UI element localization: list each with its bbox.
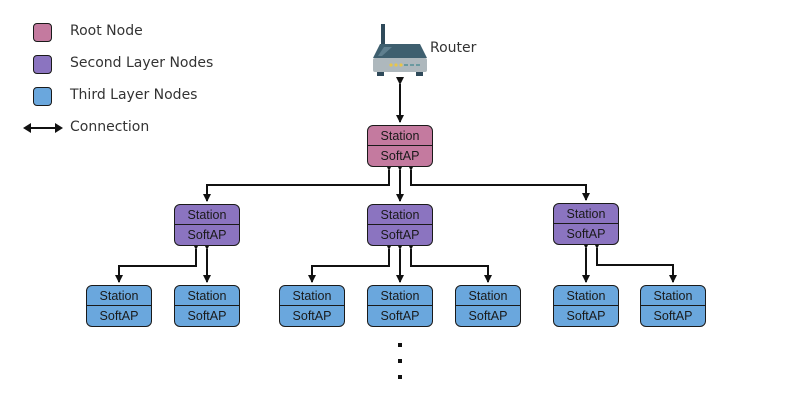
third-layer-node: Station SoftAP <box>279 285 345 327</box>
third-layer-node: Station SoftAP <box>86 285 152 327</box>
legend-label: Root Node <box>70 23 143 39</box>
third-layer-node: Station SoftAP <box>455 285 521 327</box>
node-softap-label: SoftAP <box>380 309 420 323</box>
node-station-label: Station <box>641 286 705 306</box>
router-icon <box>373 24 427 76</box>
connection-root-second-left <box>203 163 393 202</box>
legend-label: Third Layer Nodes <box>70 87 198 103</box>
third-layer-node: Station SoftAP <box>367 285 433 327</box>
connection-second-center-child-3 <box>407 242 492 283</box>
node-station-label: Station <box>175 205 239 225</box>
node-softap-label: SoftAP <box>187 228 227 242</box>
node-station-label: Station <box>87 286 151 306</box>
third-layer-node: Station SoftAP <box>640 285 706 327</box>
legend-second-layer: Second Layer Nodes <box>33 54 213 74</box>
ellipsis-dot <box>398 359 402 363</box>
router-label: Router <box>430 40 477 56</box>
double-arrow-icon <box>23 123 63 133</box>
connection-second-left-child-1 <box>115 242 200 283</box>
legend-label: Second Layer Nodes <box>70 55 214 71</box>
node-station-label: Station <box>554 286 618 306</box>
legend-label: Connection <box>70 119 150 135</box>
node-softap-label: SoftAP <box>380 228 420 242</box>
node-station-label: Station <box>554 204 618 224</box>
root-node-swatch <box>33 22 52 42</box>
legend-connection: Connection <box>22 118 149 138</box>
second-layer-node: Station SoftAP <box>174 204 240 246</box>
second-layer-swatch <box>33 54 52 74</box>
connection-second-center-child-1 <box>308 242 393 283</box>
connection-second-right-child-2 <box>593 241 677 283</box>
third-layer-node: Station SoftAP <box>174 285 240 327</box>
ellipsis-dot <box>398 343 402 347</box>
node-station-label: Station <box>456 286 520 306</box>
node-softap-label: SoftAP <box>99 309 139 323</box>
legend-third-layer: Third Layer Nodes <box>33 86 197 106</box>
node-softap-label: SoftAP <box>566 309 606 323</box>
node-softap-label: SoftAP <box>380 149 420 163</box>
node-station-label: Station <box>368 126 432 146</box>
second-layer-node: Station SoftAP <box>553 203 619 245</box>
root-node: Station SoftAP <box>367 125 433 167</box>
node-station-label: Station <box>368 205 432 225</box>
node-station-label: Station <box>175 286 239 306</box>
node-softap-label: SoftAP <box>187 309 227 323</box>
node-softap-label: SoftAP <box>566 227 606 241</box>
second-layer-node: Station SoftAP <box>367 204 433 246</box>
node-softap-label: SoftAP <box>292 309 332 323</box>
third-layer-node: Station SoftAP <box>553 285 619 327</box>
connection-root-second-right <box>407 163 590 201</box>
node-station-label: Station <box>280 286 344 306</box>
legend-root-node: Root Node <box>33 22 143 42</box>
third-layer-swatch <box>33 86 52 106</box>
node-station-label: Station <box>368 286 432 306</box>
ellipsis-dot <box>398 375 402 379</box>
node-softap-label: SoftAP <box>468 309 508 323</box>
node-softap-label: SoftAP <box>653 309 693 323</box>
